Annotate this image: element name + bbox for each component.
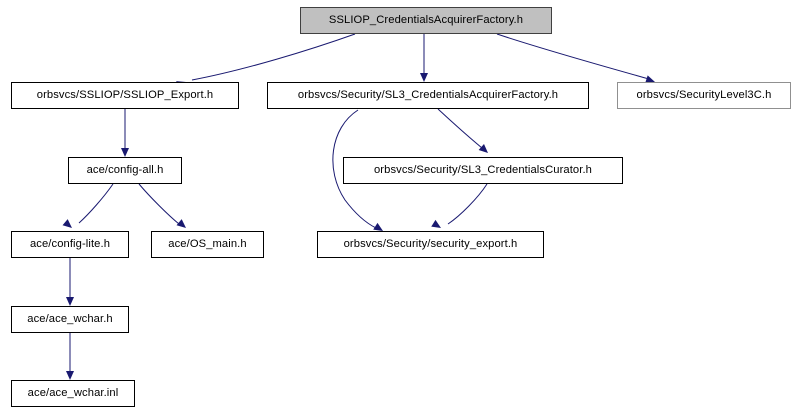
node-ace_wchar_inl[interactable]: ace/ace_wchar.inl (11, 380, 135, 407)
node-security_export[interactable]: orbsvcs/Security/security_export.h (317, 231, 544, 258)
arrowhead (176, 219, 186, 228)
node-label-sl3_curator: orbsvcs/Security/SL3_CredentialsCurator.… (373, 163, 592, 176)
node-os_main[interactable]: ace/OS_main.h (151, 231, 264, 258)
node-sl3_acquirer_factory[interactable]: orbsvcs/Security/SL3_CredentialsAcquirer… (267, 82, 589, 109)
edge-sl3_acquirer_factory-to-security_export (332, 109, 383, 231)
node-label-os_main: ace/OS_main.h (168, 237, 247, 250)
edge-ssliop_export-to-config_all (121, 109, 129, 157)
arrowhead (62, 219, 72, 228)
node-label-security_export: orbsvcs/Security/security_export.h (343, 237, 518, 250)
edge-ace_wchar_h-to-ace_wchar_inl (66, 333, 74, 380)
arrowhead (431, 219, 441, 228)
edge-config_lite-to-ace_wchar_h (66, 258, 74, 306)
node-sl3_curator[interactable]: orbsvcs/Security/SL3_CredentialsCurator.… (343, 157, 623, 184)
edge-sl3_curator-to-security_export (431, 183, 488, 228)
node-securitylevel3c[interactable]: orbsvcs/SecurityLevel3C.h (617, 82, 791, 109)
arrowhead (478, 144, 488, 153)
edge-config_all-to-config_lite (62, 183, 114, 228)
node-label-config_all: ace/config-all.h (86, 163, 164, 176)
arrowhead (66, 297, 74, 306)
node-label-ssliop_export: orbsvcs/SSLIOP/SSLIOP_Export.h (36, 88, 214, 101)
node-ssliop_export[interactable]: orbsvcs/SSLIOP/SSLIOP_Export.h (11, 82, 239, 109)
arrowhead (121, 148, 129, 157)
arrowhead (373, 222, 383, 231)
edge-sl3_acquirer_factory-to-sl3_curator (437, 108, 488, 153)
node-label-securitylevel3c: orbsvcs/SecurityLevel3C.h (636, 88, 772, 101)
node-label-ace_wchar_h: ace/ace_wchar.h (27, 312, 113, 325)
node-root[interactable]: SSLIOP_CredentialsAcquirerFactory.h (300, 7, 552, 34)
node-label-root: SSLIOP_CredentialsAcquirerFactory.h (328, 13, 524, 26)
edge-root-to-ssliop_export (176, 33, 356, 89)
arrowhead (420, 73, 428, 82)
node-label-ace_wchar_inl: ace/ace_wchar.inl (27, 386, 119, 399)
edge-root-to-securitylevel3c (496, 33, 655, 84)
node-config_lite[interactable]: ace/config-lite.h (11, 231, 129, 258)
node-label-config_lite: ace/config-lite.h (29, 237, 111, 250)
edge-config_all-to-os_main (138, 183, 186, 228)
node-label-sl3_acquirer_factory: orbsvcs/Security/SL3_CredentialsAcquirer… (297, 88, 559, 101)
node-config_all[interactable]: ace/config-all.h (68, 157, 182, 184)
node-ace_wchar_h[interactable]: ace/ace_wchar.h (11, 306, 129, 333)
arrowhead (645, 75, 655, 84)
edge-root-to-sl3_acquirer_factory (420, 34, 428, 82)
arrowhead (66, 371, 74, 380)
